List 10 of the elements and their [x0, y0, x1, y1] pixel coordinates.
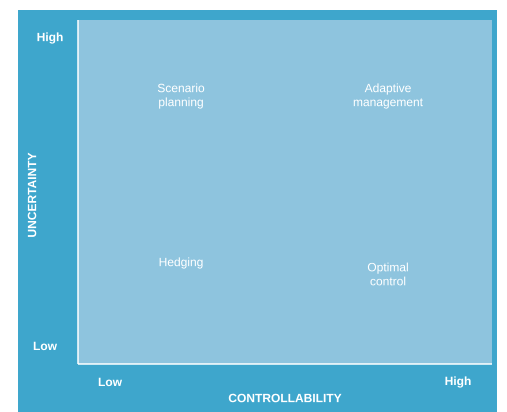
axis-tick-label: Low	[34, 342, 58, 350]
axis-tick-label: High	[37, 32, 63, 44]
axis-tick-label: High	[445, 376, 471, 388]
axis-title: CONTROLLABILITY	[228, 394, 342, 402]
quadrant-label: Scenario planning	[158, 83, 204, 109]
quadrant-label: Adaptive management	[354, 83, 423, 109]
axis-tick-label: Low	[98, 378, 122, 386]
quadrant-label: Optimal control	[368, 262, 408, 286]
quadrant-label: Hedging	[160, 257, 203, 269]
axis-title: UNCERTAINTY	[28, 152, 36, 237]
